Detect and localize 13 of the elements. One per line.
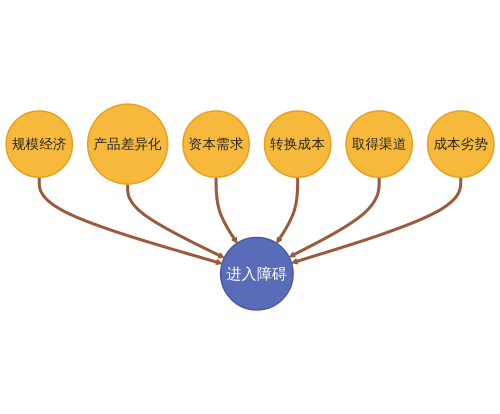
- node-circle: 进入障碍: [220, 236, 294, 311]
- node-circle: 资本需求: [182, 110, 250, 178]
- arrow: [126, 184, 225, 258]
- arrow: [38, 177, 222, 266]
- node-circle: 产品差异化: [86, 103, 168, 185]
- node-circle: 规模经济: [5, 110, 74, 178]
- node-circle: 成本劣势: [426, 110, 495, 178]
- arrow: [214, 177, 238, 244]
- node-circle: 取得渠道: [345, 110, 414, 178]
- arrow: [291, 177, 462, 264]
- arrow: [288, 177, 381, 258]
- node-circle: 转换成本: [264, 110, 332, 178]
- arrow: [276, 177, 300, 244]
